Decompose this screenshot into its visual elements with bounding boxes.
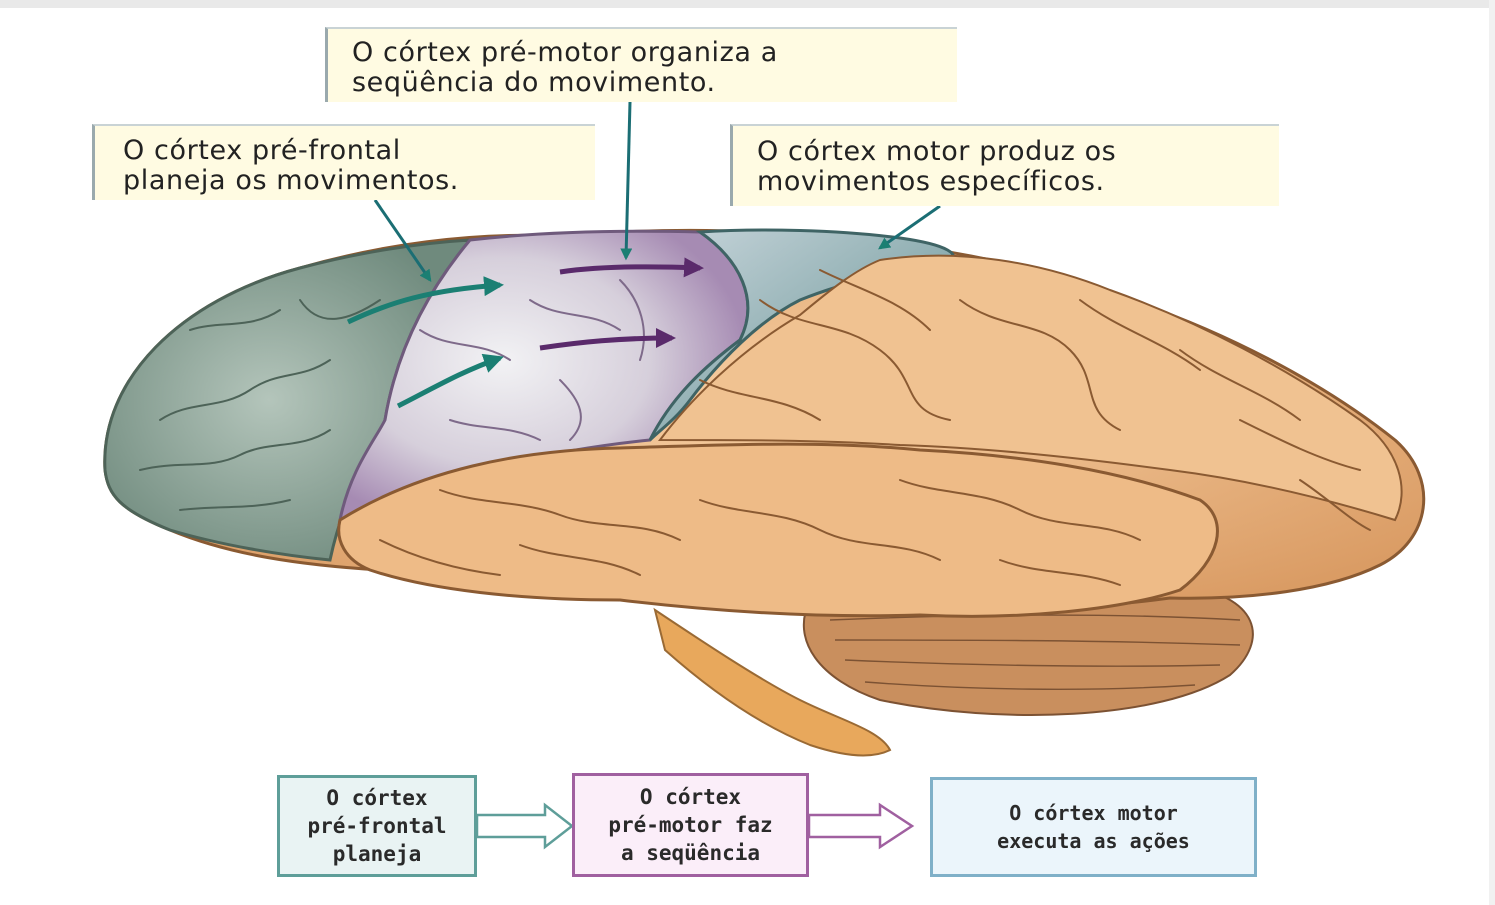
callout-motor-line2: movimentos específicos.	[757, 167, 1279, 197]
flow-prefrontal-line2: pré-frontal	[307, 812, 446, 840]
flow-motor-line2: executa as ações	[997, 827, 1190, 855]
flow-premotor-line3: a seqüência	[621, 839, 760, 867]
flow-prefrontal-line3: planeja	[333, 840, 422, 868]
callout-premotor-line1: O córtex pré-motor organiza a	[352, 38, 957, 68]
flow-premotor-line1: O córtex	[640, 783, 741, 811]
flow-box-premotor: O córtex pré-motor faz a seqüência	[572, 773, 809, 877]
callout-premotor-cortex: O córtex pré-motor organiza a seqüência …	[325, 27, 957, 102]
callout-motor-cortex: O córtex motor produz os movimentos espe…	[730, 124, 1279, 206]
flow-arrow-2	[809, 805, 912, 847]
flow-box-prefrontal: O córtex pré-frontal planeja	[277, 775, 477, 877]
callout-prefrontal-line1: O córtex pré-frontal	[123, 136, 595, 166]
callout-prefrontal-cortex: O córtex pré-frontal planeja os moviment…	[92, 124, 595, 200]
flow-arrow-1	[477, 805, 572, 847]
callout-premotor-line2: seqüência do movimento.	[352, 68, 957, 98]
temporal-lobe	[339, 444, 1218, 616]
flow-box-motor: O córtex motor executa as ações	[930, 777, 1257, 877]
callout-motor-line1: O córtex motor produz os	[757, 137, 1279, 167]
flow-prefrontal-line1: O córtex	[326, 784, 427, 812]
flow-premotor-line2: pré-motor faz	[608, 811, 772, 839]
callout-prefrontal-line2: planeja os movimentos.	[123, 166, 595, 196]
flow-motor-line1: O córtex motor	[1009, 799, 1178, 827]
